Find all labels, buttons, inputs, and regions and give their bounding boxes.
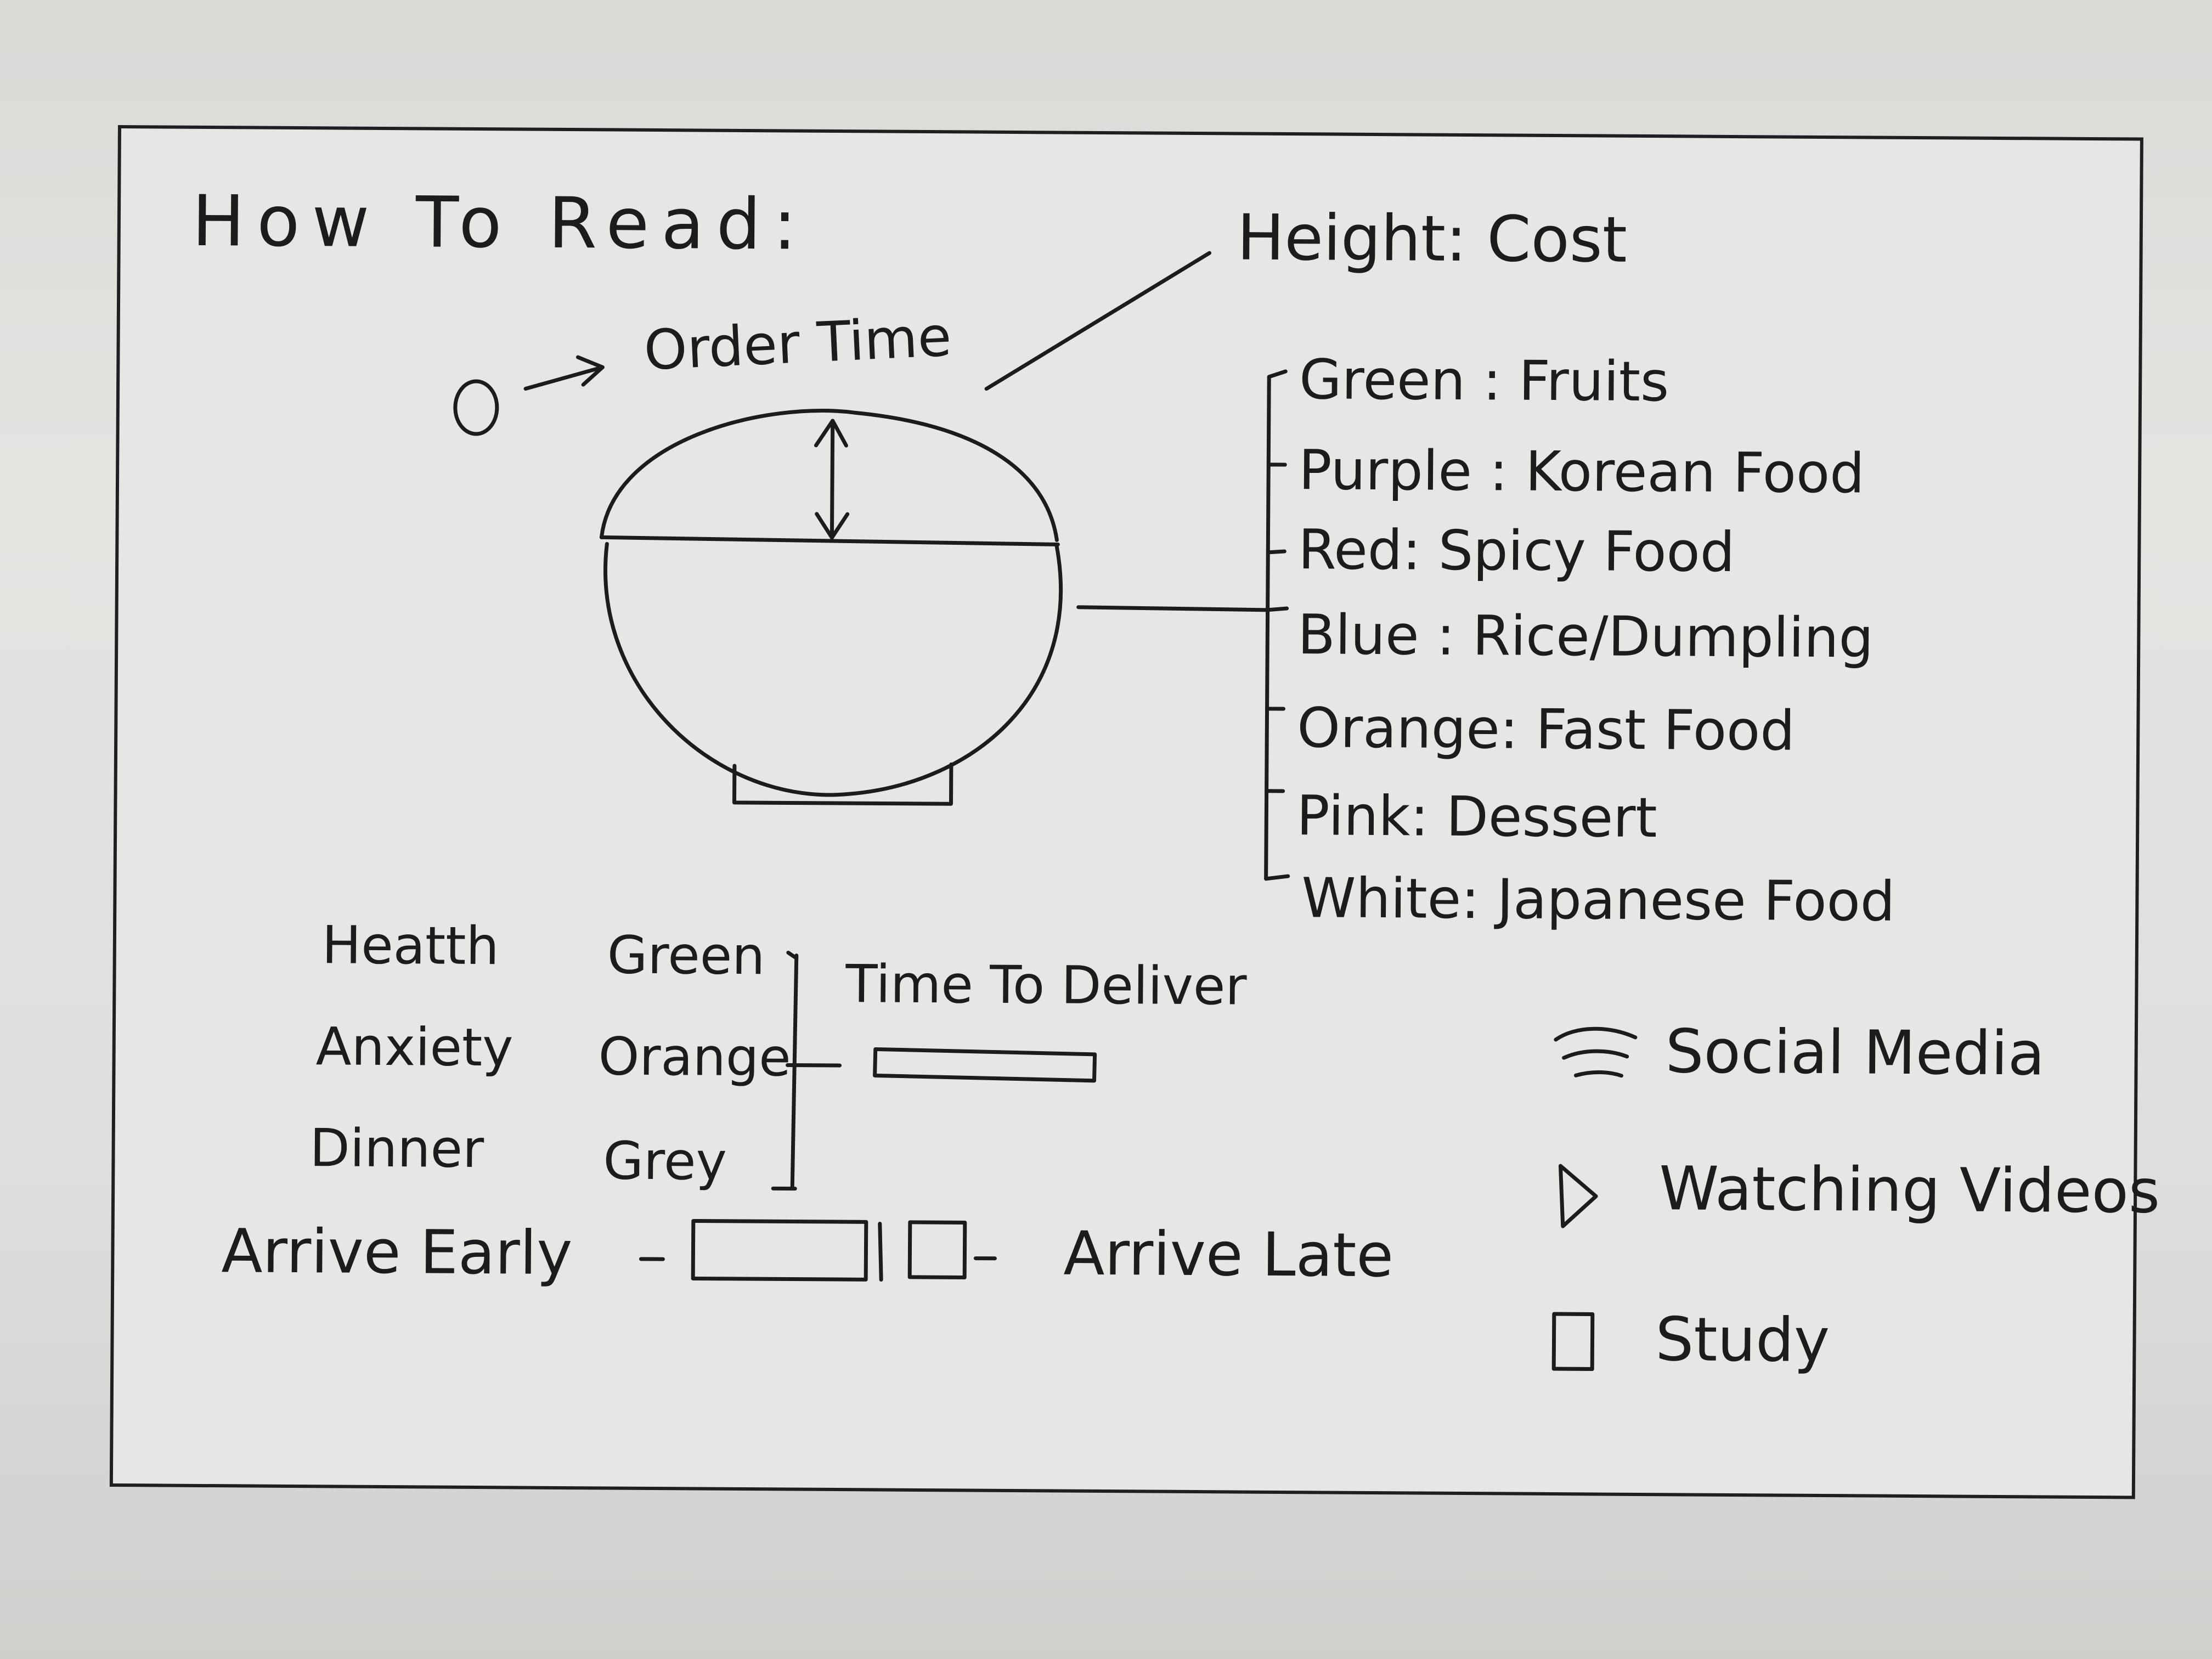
legend-color: Pink	[1296, 783, 1410, 849]
mood-color-grey: Grey	[603, 1131, 727, 1192]
square-icon	[1551, 1312, 1595, 1371]
arrive-early-label: Arrive Early	[221, 1216, 573, 1289]
play-icon	[1558, 1164, 1598, 1228]
sketch-drawings	[453, 251, 1638, 1371]
legend-meaning: Fruits	[1518, 348, 1669, 414]
time-to-deliver-label: Time To Deliver	[845, 954, 1247, 1017]
legend-item-green: Green : Fruits	[1299, 347, 1669, 414]
legend-meaning: Korean Food	[1525, 439, 1865, 506]
activity-watching-videos: Watching Videos	[1658, 1153, 2160, 1227]
arrive-early-box	[691, 1218, 868, 1282]
mood-label-heatth: Heatth	[321, 915, 500, 977]
wifi-icon	[1554, 1026, 1638, 1078]
mood-color-green: Green	[607, 925, 765, 987]
legend-meaning: Rice/Dumpling	[1472, 603, 1874, 670]
legend-color: Green	[1299, 347, 1466, 413]
legend-item-pink: Pink: Dessert	[1296, 783, 1657, 850]
legend-color: White	[1301, 866, 1462, 931]
legend-meaning: Fast Food	[1535, 697, 1796, 763]
order-time-label: Order Time	[642, 304, 953, 383]
legend-color: Purple	[1298, 438, 1472, 504]
legend-color: Red	[1297, 517, 1403, 583]
bowl-rim	[599, 535, 1060, 546]
mood-bracket	[790, 953, 799, 1191]
height-leader-line	[984, 251, 1212, 391]
legend-color: Blue	[1297, 602, 1420, 668]
height-cost-label: Height: Cost	[1237, 201, 1628, 277]
legend-item-red: Red: Spicy Food	[1297, 517, 1735, 585]
activity-study: Study	[1655, 1304, 1830, 1376]
bowl-base	[732, 762, 953, 806]
order-time-arrow	[523, 365, 605, 391]
order-time-circle-icon	[453, 379, 499, 436]
legend-item-orange: Orange: Fast Food	[1296, 696, 1796, 763]
activity-social-media: Social Media	[1665, 1016, 2045, 1089]
legend-item-white: White: Japanese Food	[1301, 866, 1895, 934]
time-to-deliver-bar	[873, 1047, 1097, 1083]
legend-item-blue: Blue : Rice/Dumpling	[1297, 602, 1874, 670]
mood-label-dinner: Dinner	[309, 1118, 484, 1180]
arrive-late-label: Arrive Late	[1063, 1218, 1394, 1291]
bowl-lid	[599, 409, 1059, 542]
tape-piece	[1054, 485, 1146, 563]
legend-meaning: Spicy Food	[1438, 518, 1735, 585]
legend-meaning: Dessert	[1446, 784, 1657, 850]
arrive-late-box	[907, 1220, 967, 1279]
legend-meaning: Japanese Food	[1497, 867, 1895, 934]
order-time-arrowhead	[575, 355, 605, 387]
legend-color: Orange	[1296, 696, 1500, 761]
mood-color-orange: Orange	[598, 1026, 791, 1088]
color-legend-bracket	[1264, 375, 1271, 881]
mood-label-anxiety: Anxiety	[315, 1017, 514, 1079]
bowl-body	[603, 541, 1063, 797]
legend-item-purple: Purple : Korean Food	[1298, 438, 1865, 506]
legend-card: How To Read: Height: Cost Order Time Gre…	[109, 125, 2160, 1499]
page-title: How To Read:	[191, 180, 809, 266]
color-legend-connector	[1076, 605, 1270, 612]
